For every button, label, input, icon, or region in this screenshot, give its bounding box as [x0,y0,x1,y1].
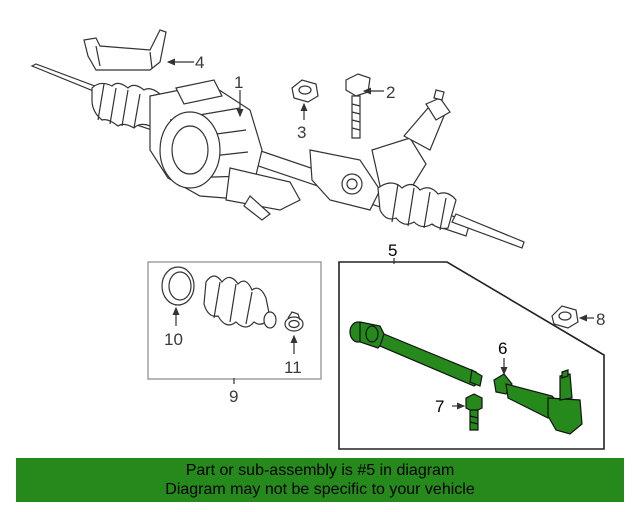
callout-4: 4 [195,53,204,72]
right-boot [377,182,457,231]
clamp-part-10 [161,266,195,306]
callout-11: 11 [284,358,302,377]
bracket-part-4 [83,29,167,71]
info-banner: Part or sub-assembly is #5 in diagram Di… [16,458,624,502]
outer-tie-rod-end [493,369,583,435]
banner-line-1: Part or sub-assembly is #5 in diagram [185,462,455,479]
bolt-part-7 [465,393,483,431]
banner-line-2: Diagram may not be specific to your vehi… [165,481,475,498]
pinion-housing [371,89,451,191]
callout-9: 9 [229,387,238,406]
callout-6: 6 [498,339,507,358]
tie-rod-kit-box [338,261,605,450]
callout-8: 8 [596,310,605,329]
boot-part [203,275,277,329]
steering-rack-assembly [30,63,525,249]
inner-tie-rod [349,321,483,387]
nut-part-3 [291,79,319,103]
leader-lines [166,58,594,410]
nut-part-8 [551,305,579,329]
clamp-part-11 [284,311,304,332]
callout-2: 2 [386,83,395,102]
gear-housing [309,149,381,211]
bolt-part-2 [345,73,371,139]
callout-7: 7 [435,397,444,416]
callout-1: 1 [234,73,243,92]
callout-10: 10 [164,330,183,349]
callout-3: 3 [297,123,306,142]
callout-5: 5 [388,241,397,260]
motor-housing [149,79,301,221]
